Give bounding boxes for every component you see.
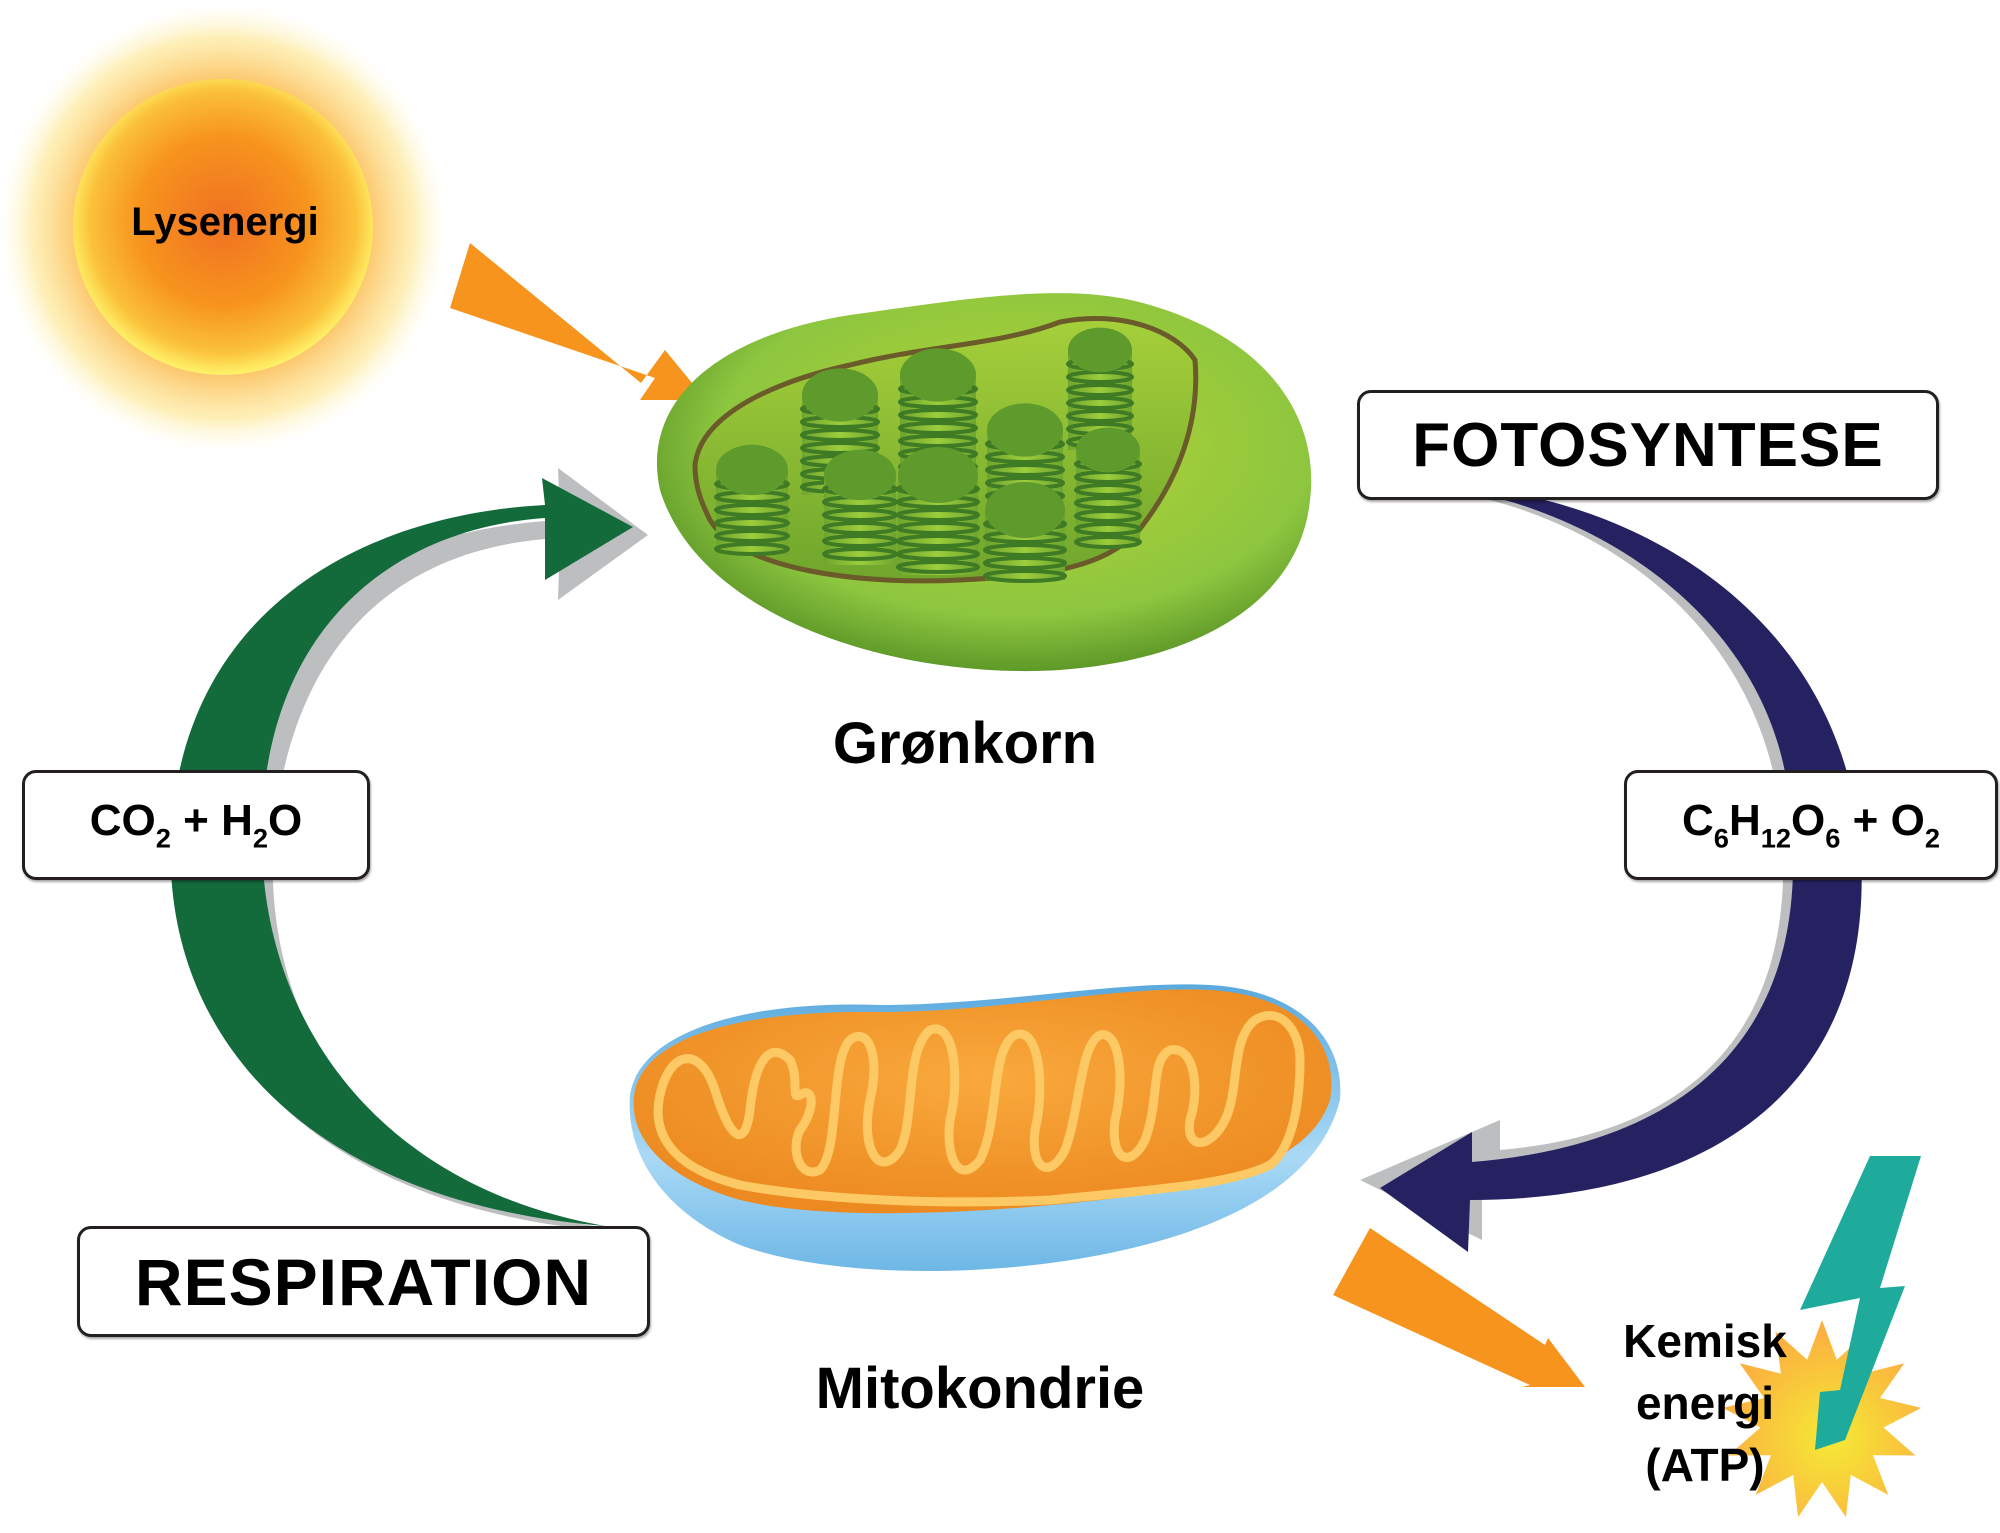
respiration-label-box: RESPIRATION — [77, 1226, 650, 1337]
granum — [822, 449, 898, 565]
formula-text: O — [1791, 795, 1826, 845]
mitochondrion-cristae — [653, 1011, 1305, 1207]
sun-label: Lysenergi — [131, 200, 319, 244]
photosynthesis-arrow-body — [1380, 500, 1862, 1252]
products-formula-box: C6H12O6 + O2 — [1624, 770, 1998, 880]
thylakoid-stacks — [714, 327, 1142, 583]
chloroplast-label: Grønkorn — [832, 711, 1098, 776]
formula-text: C — [1681, 795, 1714, 845]
granum — [714, 444, 790, 556]
respiration-label: RESPIRATION — [134, 1244, 593, 1319]
mitochondrion-label: Mitokondrie — [815, 1356, 1145, 1421]
formula-text: H — [1728, 795, 1761, 845]
chloroplast-illustration — [656, 293, 1312, 672]
respiration-arrow — [170, 468, 648, 1230]
granum — [985, 403, 1065, 530]
granum — [983, 482, 1067, 583]
granum — [896, 447, 980, 575]
formula-subscript: 6 — [1825, 822, 1841, 854]
lightning-bolt-icon — [1800, 1156, 1921, 1450]
reactants-formula-box: CO2 + H2O — [22, 770, 370, 880]
respiration-arrow-body — [170, 478, 634, 1226]
sun — [0, 3, 448, 453]
reactants-formula: CO2 + H2O — [90, 796, 303, 854]
atp-arrow — [1333, 1228, 1585, 1387]
energy-output-label: Kemisk energi (ATP) — [1590, 1310, 1820, 1496]
photosynthesis-arrow-shadow — [1360, 500, 1813, 1240]
photosynthesis-label-box: FOTOSYNTESE — [1357, 390, 1939, 500]
formula-text: + H — [170, 795, 253, 845]
mitochondrion-illustration — [629, 984, 1341, 1272]
formula-subscript: 2 — [252, 822, 269, 854]
energy-line: (ATP) — [1645, 1439, 1765, 1491]
photosynthesis-arrow — [1360, 500, 1862, 1252]
formula-text: O — [268, 795, 303, 845]
mitochondrion-matrix — [633, 989, 1332, 1214]
photosynthesis-label: FOTOSYNTESE — [1412, 410, 1884, 480]
formula-subscript: 2 — [155, 822, 171, 854]
formula-subscript: 6 — [1713, 822, 1729, 854]
energy-line: energi — [1635, 1377, 1775, 1429]
granum — [1074, 427, 1142, 549]
products-formula: C6H12O6 + O2 — [1682, 796, 1940, 854]
sun-icon — [73, 79, 373, 375]
formula-subscript: 2 — [1924, 822, 1940, 854]
light-arrow — [450, 243, 706, 400]
formula-subscript: 12 — [1760, 822, 1792, 854]
formula-text: + O — [1840, 795, 1925, 845]
formula-text: CO — [89, 795, 156, 845]
energy-line: Kemisk — [1623, 1315, 1787, 1367]
